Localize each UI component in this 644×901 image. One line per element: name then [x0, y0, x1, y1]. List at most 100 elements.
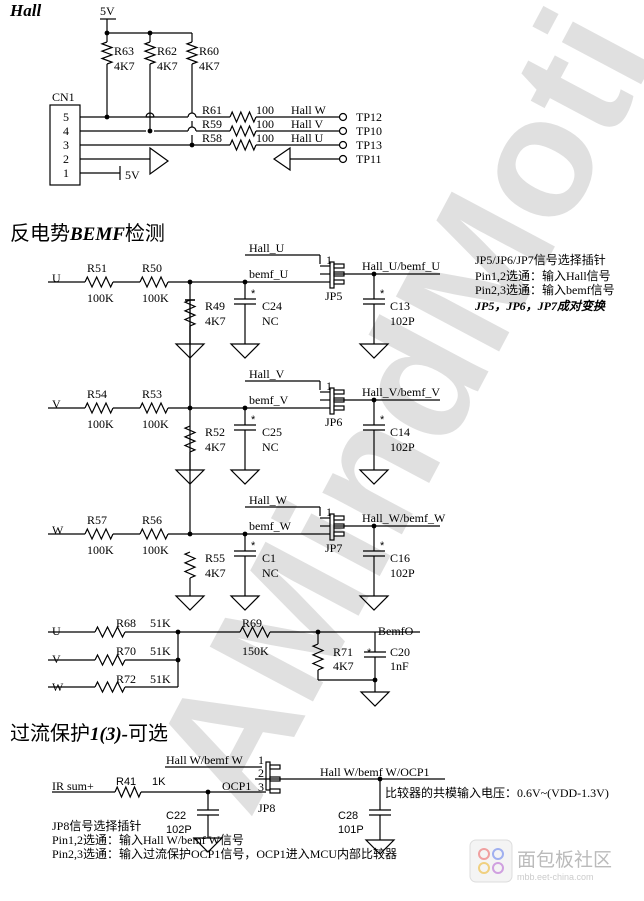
resistor-symbol — [139, 401, 169, 415]
phase-input: V — [52, 397, 61, 411]
cn1-pin: 4 — [63, 124, 69, 138]
c20-value: 1nF — [390, 659, 409, 673]
junction-dot — [189, 142, 195, 148]
r63-value: 4K7 — [114, 59, 135, 73]
jumper-pin — [333, 515, 345, 521]
cap-ref: C16 — [390, 551, 410, 565]
jumper-pin — [333, 263, 345, 269]
bemfo-net: BemfO — [378, 624, 414, 638]
bemf-title: 反电势BEMF检测 — [10, 221, 165, 245]
resistor-symbol — [100, 41, 114, 65]
net-hall-u: Hall U — [291, 131, 324, 145]
r63-ref: R63 — [114, 44, 134, 58]
ocp-title-cn2: 可选 — [128, 721, 168, 745]
r41-value: 1K — [152, 776, 166, 788]
resistor-ref: R57 — [87, 513, 107, 527]
tp12: TP12 — [356, 110, 382, 124]
resistor-value: 4K7 — [205, 566, 226, 580]
jp8-note: Pin1,2选通：输入Hall W/bemf W信号 — [52, 832, 244, 847]
sum-input-u: U — [52, 624, 61, 638]
resistor-symbol — [183, 551, 197, 579]
cap-ref: C13 — [390, 299, 410, 313]
r68-value: 51K — [150, 616, 171, 630]
hall-net: Hall_W — [249, 493, 288, 507]
tp10: TP10 — [356, 124, 382, 138]
tp13: TP13 — [356, 138, 382, 152]
ground-symbol — [192, 837, 224, 853]
r58-ref: R58 — [202, 131, 222, 145]
r60-value: 4K7 — [199, 59, 220, 73]
logo-name: 面包板社区 — [517, 849, 612, 871]
resistor-ref: R55 — [205, 551, 225, 565]
c28-value: 101P — [338, 824, 364, 836]
cap-ref: C1 — [262, 551, 276, 565]
jumper-pin-number: 1 — [326, 253, 332, 267]
resistor-ref: R56 — [142, 513, 162, 527]
resistor-symbol — [84, 527, 114, 541]
jumper-ref: JP5 — [325, 289, 342, 303]
test-point — [338, 140, 348, 150]
r59-value: 100 — [256, 117, 274, 131]
sum-input-w: W — [52, 680, 64, 694]
r70-ref: R70 — [116, 644, 136, 658]
resistor-symbol — [84, 275, 114, 289]
output-net: Hall_U/bemf_U — [362, 259, 440, 273]
jumper-pin-number: 1 — [326, 379, 332, 393]
test-point — [338, 154, 348, 164]
c22-ref: C22 — [166, 810, 186, 822]
r62-value: 4K7 — [157, 59, 178, 73]
resistor-symbol — [139, 275, 169, 289]
sum-input-v: V — [52, 652, 61, 666]
resistor-symbol — [229, 110, 257, 124]
cap-value: NC — [262, 566, 279, 580]
wire-crossover — [145, 112, 155, 118]
output-net: Hall_W/bemf_W — [362, 511, 446, 525]
resistor-value: 100K — [87, 543, 114, 557]
phase-input: W — [52, 523, 64, 537]
r59-ref: R59 — [202, 117, 222, 131]
jumper-ref: JP7 — [325, 541, 342, 555]
ground-symbol — [359, 691, 391, 707]
junction-dot — [147, 128, 153, 134]
wire-crossover — [187, 112, 197, 118]
test-point — [338, 126, 348, 136]
jp-note: Pin2,3选通：输入bemf信号 — [475, 282, 615, 297]
cap-value: 102P — [390, 566, 415, 580]
wire-crossover — [187, 126, 197, 132]
cn1-pin: 2 — [63, 152, 69, 166]
jp8-note: Pin2,3选通：输入过流保护OCP1信号，OCP1进入MCU内部比较器 — [52, 846, 397, 861]
cap-polarity-mark: * — [367, 647, 372, 659]
phase-input: U — [52, 271, 61, 285]
junction-dot — [104, 114, 110, 120]
ocp-title: 过流保护1(3)-可选 — [10, 721, 168, 745]
ground-symbol — [358, 343, 390, 359]
tp11: TP11 — [356, 152, 382, 166]
cap-value: 102P — [390, 314, 415, 328]
net-hall-v: Hall V — [291, 117, 323, 131]
resistor-symbol — [143, 41, 157, 65]
ocp-out-net: Hall W/bemf W/OCP1 — [320, 765, 430, 779]
jumper-pin — [333, 405, 345, 411]
cap-polarity-mark: * — [251, 288, 256, 300]
hall-net: Hall_U — [249, 241, 285, 255]
cap-polarity-mark: * — [380, 540, 385, 552]
resistor-value: 100K — [142, 543, 169, 557]
resistor-ref: R54 — [87, 387, 107, 401]
test-point — [338, 112, 348, 122]
jumper-ref: JP6 — [325, 415, 342, 429]
output-net: Hall_V/bemf_V — [362, 385, 440, 399]
net-hall-w: Hall W — [291, 103, 326, 117]
resistor-value: 4K7 — [205, 440, 226, 454]
c28-ref: C28 — [338, 810, 358, 822]
ocp1-net: OCP1 — [222, 779, 251, 793]
c22-value: 102P — [166, 824, 192, 836]
r58-value: 100 — [256, 131, 274, 145]
ground-symbol — [174, 595, 206, 611]
cap-polarity-mark: * — [380, 414, 385, 426]
resistor-symbol — [239, 625, 271, 639]
r41-ref: R41 — [116, 776, 136, 788]
cap-value: 102P — [390, 440, 415, 454]
ocp-title-en: 1(3)- — [90, 724, 128, 745]
r71-value: 4K7 — [333, 659, 354, 673]
